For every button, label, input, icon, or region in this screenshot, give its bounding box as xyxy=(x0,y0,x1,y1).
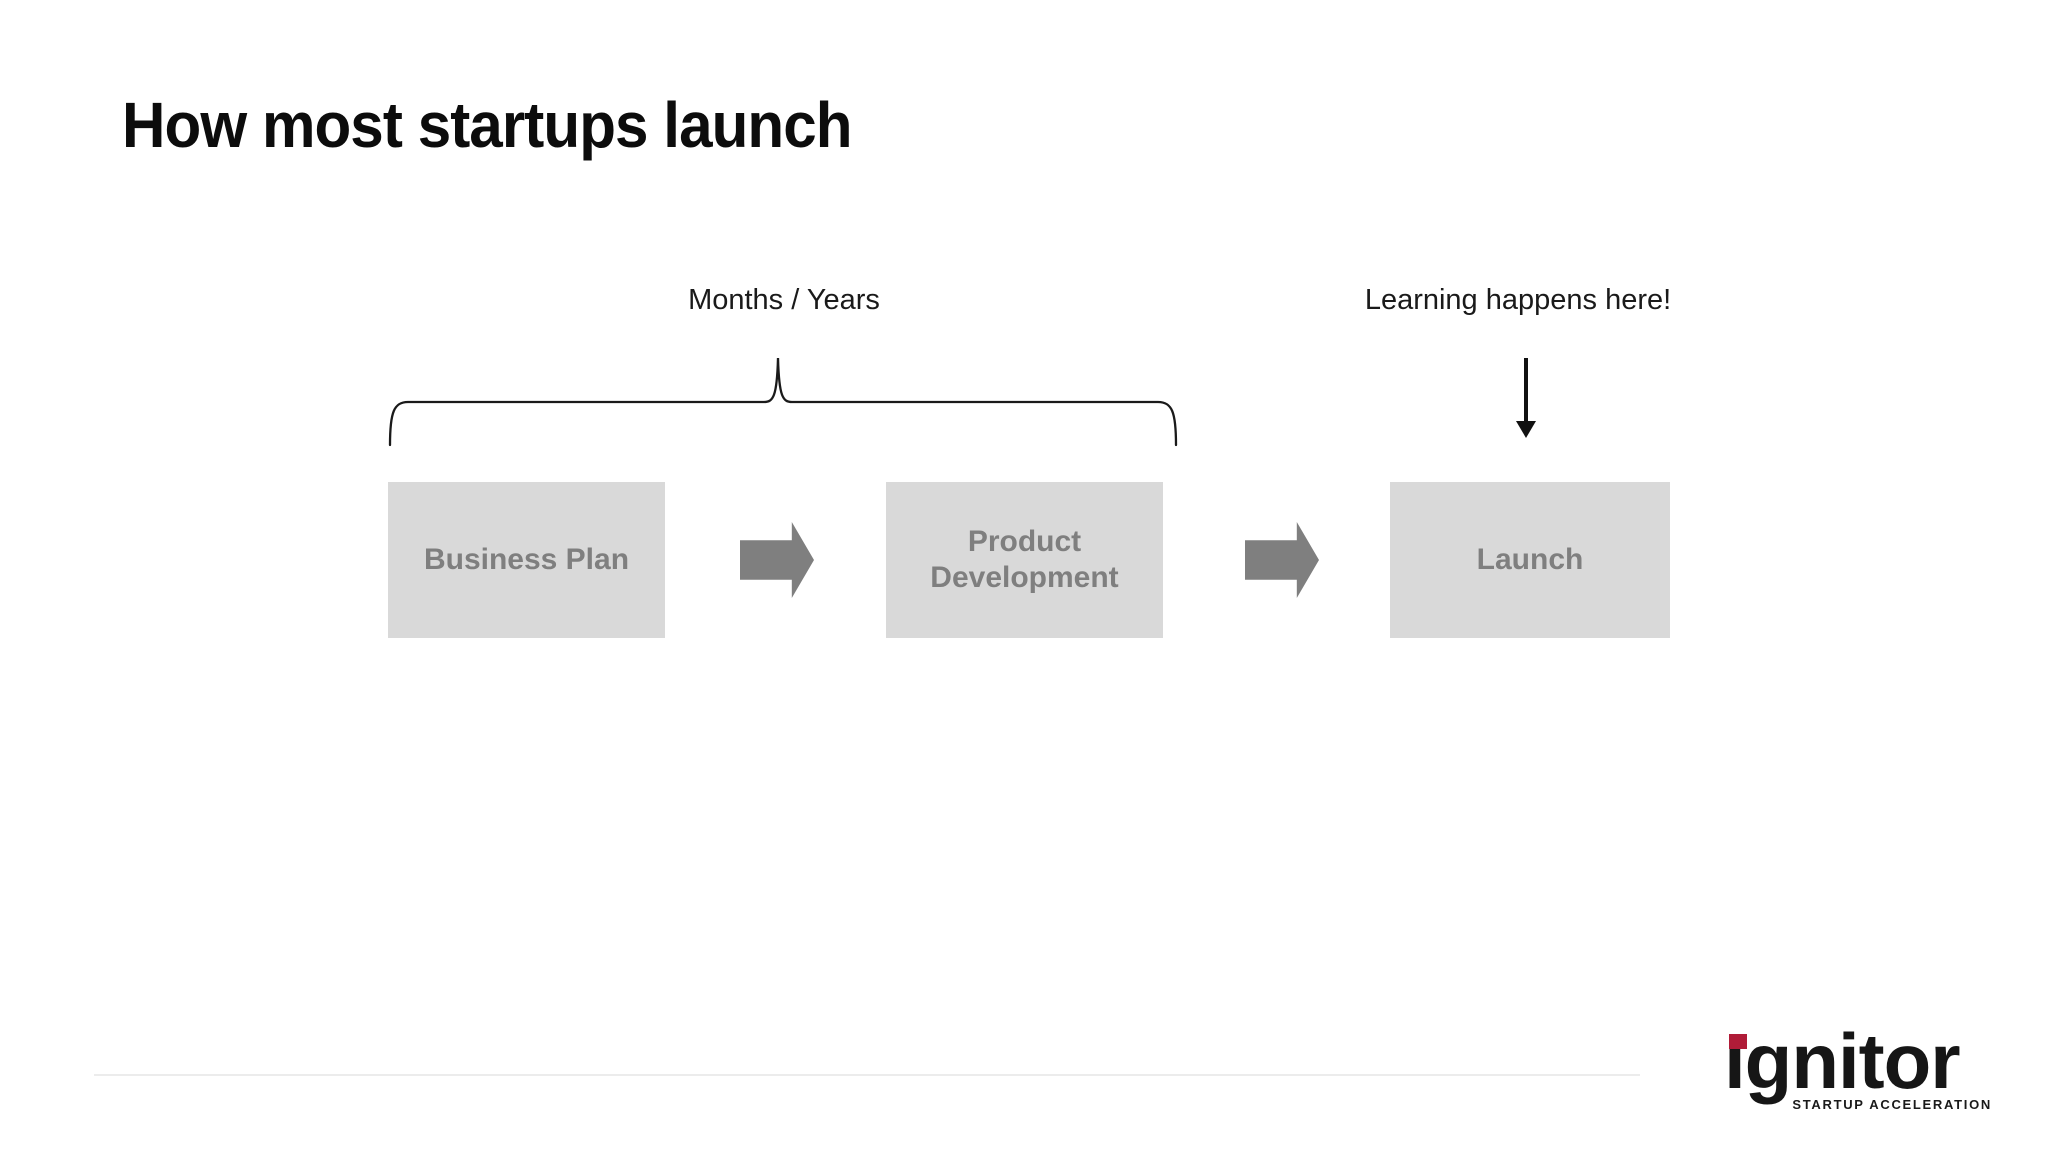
right-arrow-icon xyxy=(1245,522,1319,598)
footer-divider-line xyxy=(94,1074,1640,1076)
slide-title: How most startups launch xyxy=(122,89,852,161)
ignitor-logo-wordmark: ıgnitor xyxy=(1724,1017,1961,1105)
horizontal-brace-icon xyxy=(380,350,1186,454)
learning-happens-label: Learning happens here! xyxy=(1364,284,1672,316)
brace-label-months-years: Months / Years xyxy=(688,284,880,316)
step-box-launch: Launch xyxy=(1390,482,1670,638)
right-arrow-icon xyxy=(740,522,814,598)
step-box-product-development: Product Development xyxy=(886,482,1163,638)
ignitor-logo-tagline: STARTUP ACCELERATION xyxy=(1792,1097,1992,1112)
step-box-business-plan: Business Plan xyxy=(388,482,665,638)
ignitor-logo: ıgnitor STARTUP ACCELERATION xyxy=(1712,1022,2012,1132)
ignitor-logo-red-dot-icon xyxy=(1729,1034,1747,1049)
down-arrow-icon xyxy=(1506,352,1546,444)
